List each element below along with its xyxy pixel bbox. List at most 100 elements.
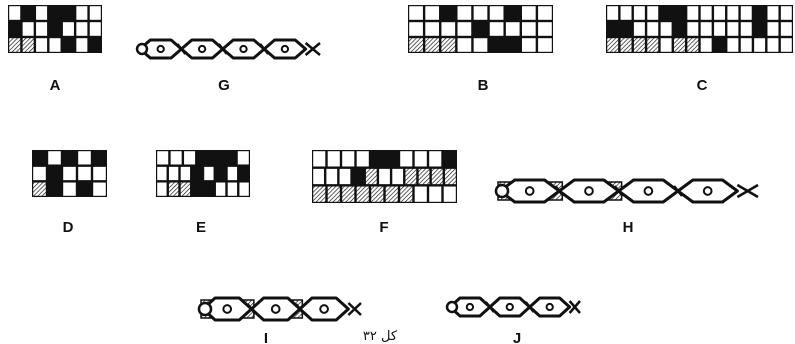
grid-cell-hatched: [386, 187, 398, 202]
chain-dot: [645, 187, 653, 195]
grid-cell-white: [647, 6, 658, 20]
chain-dot: [158, 46, 164, 52]
chain-dot: [223, 305, 231, 313]
grid-cell-white: [687, 6, 698, 20]
chain-i: I: [199, 298, 361, 344]
grid-cell-hatched: [23, 38, 34, 52]
chain-dot: [704, 187, 712, 195]
figure-caption: كل ٣٢: [363, 329, 398, 344]
chain-end: [447, 302, 457, 312]
chain-dot: [320, 305, 328, 313]
grid-cell-white: [714, 22, 725, 36]
grid-cell-hatched: [181, 183, 190, 196]
grid-c: C: [606, 5, 793, 94]
grid-cell-hatched: [328, 187, 340, 202]
grid-b: B: [408, 5, 553, 94]
grid-cell-white: [9, 6, 20, 20]
grid-cell-white: [169, 167, 178, 180]
chain-dot: [585, 187, 593, 195]
grid-cell-hatched: [687, 38, 698, 52]
grid-cell-white: [458, 6, 472, 20]
grid-cell-white: [76, 38, 87, 52]
grid-cell-white: [90, 22, 101, 36]
grid-diagrams: A B C D E F: [8, 5, 793, 236]
grid-cell-white: [781, 38, 792, 52]
grid-cell-white: [313, 169, 324, 184]
chain-dot: [547, 304, 553, 310]
grid-cell-white: [444, 187, 456, 202]
grid-cell-white: [621, 6, 632, 20]
grid-cell-white: [157, 167, 166, 180]
grid-cell-hatched: [445, 169, 456, 184]
grid-cell-white: [409, 22, 423, 36]
grid-label: D: [63, 219, 74, 236]
grid-cell-white: [340, 169, 351, 184]
grid-cell-white: [392, 169, 403, 184]
grid-f: F: [312, 150, 457, 236]
grid-label: B: [478, 77, 489, 94]
grid-cell-white: [36, 38, 47, 52]
grid-label: E: [196, 219, 206, 236]
grid-cell-white: [490, 22, 504, 36]
chain-dot: [240, 46, 246, 52]
grid-cell-hatched: [425, 38, 439, 52]
grid-cell-white: [767, 6, 778, 20]
grid-cell-white: [63, 22, 74, 36]
grid-cell-white: [328, 151, 340, 166]
grid-cell-white: [767, 38, 778, 52]
chain-label: H: [623, 219, 634, 236]
grid-cell-white: [63, 183, 76, 196]
chain-dot: [507, 304, 513, 310]
grid-label: A: [50, 77, 61, 94]
chain-dot: [467, 304, 473, 310]
grid-cell-white: [781, 22, 792, 36]
grid-cell-white: [76, 22, 87, 36]
grid-cell-white: [63, 167, 76, 180]
chain-dot: [282, 46, 288, 52]
grid-cell-hatched: [441, 38, 455, 52]
grid-cell-white: [429, 151, 441, 166]
grid-cell-hatched: [634, 38, 645, 52]
grid-cell-white: [727, 6, 738, 20]
grid-cell-white: [157, 151, 168, 164]
grid-cell-white: [634, 6, 645, 20]
chain-end: [496, 185, 508, 197]
grid-cell-white: [48, 151, 61, 164]
grid-cell-white: [607, 6, 618, 20]
grid-cell-white: [767, 22, 778, 36]
grid-cell-white: [522, 6, 536, 20]
grid-cell-white: [634, 22, 645, 36]
grid-cell-white: [36, 22, 47, 36]
grid-cell-white: [216, 183, 225, 196]
grid-cell-hatched: [432, 169, 443, 184]
grid-cell-white: [425, 6, 439, 20]
grid-cell-white: [741, 22, 752, 36]
grid-cell-white: [76, 6, 87, 20]
grid-e: E: [156, 150, 250, 236]
grid-cell-white: [184, 151, 195, 164]
grid-cell-white: [204, 167, 213, 180]
grid-cell-white: [342, 151, 354, 166]
grid-cell-hatched: [674, 38, 685, 52]
grid-cell-white: [506, 22, 520, 36]
grid-cell-white: [538, 38, 552, 52]
grid-cell-white: [90, 6, 101, 20]
grid-cell-white: [701, 38, 712, 52]
grid-cell-white: [415, 151, 427, 166]
chain-end: [199, 303, 211, 315]
grid-cell-white: [741, 38, 752, 52]
grid-cell-white: [23, 22, 34, 36]
grid-cell-white: [701, 6, 712, 20]
grid-label: F: [379, 219, 388, 236]
grid-cell-white: [171, 151, 182, 164]
grid-cell-white: [538, 22, 552, 36]
grid-cell-white: [754, 38, 765, 52]
grid-cell-white: [157, 183, 166, 196]
grid-cell-white: [93, 183, 106, 196]
grid-cell-hatched: [400, 187, 412, 202]
grid-cell-white: [458, 38, 472, 52]
grid-cell-white: [326, 169, 337, 184]
chain-dot: [199, 46, 205, 52]
grid-d: D: [32, 150, 107, 236]
